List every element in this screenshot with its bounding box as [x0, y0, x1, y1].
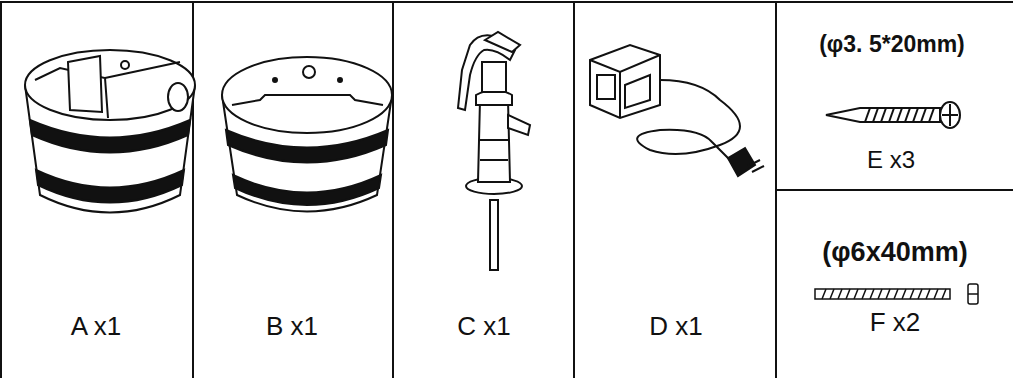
part-label: E x3	[867, 148, 915, 172]
bucket-b-drawing	[222, 57, 392, 212]
dimension-label: (φ6x40mm)	[822, 239, 967, 266]
part-label: D x1	[649, 313, 702, 339]
dimension-label: (φ3. 5*20mm)	[819, 33, 965, 56]
part-label: B x1	[266, 313, 318, 339]
dowel-drawing	[815, 284, 978, 304]
water-pump-drawing	[590, 45, 764, 176]
bucket-a-drawing	[25, 50, 195, 213]
hand-pump-drawing	[458, 32, 530, 270]
part-label: F x2	[870, 309, 921, 335]
part-label: A x1	[71, 313, 122, 339]
screw-drawing	[826, 102, 960, 128]
part-label: C x1	[457, 313, 510, 339]
